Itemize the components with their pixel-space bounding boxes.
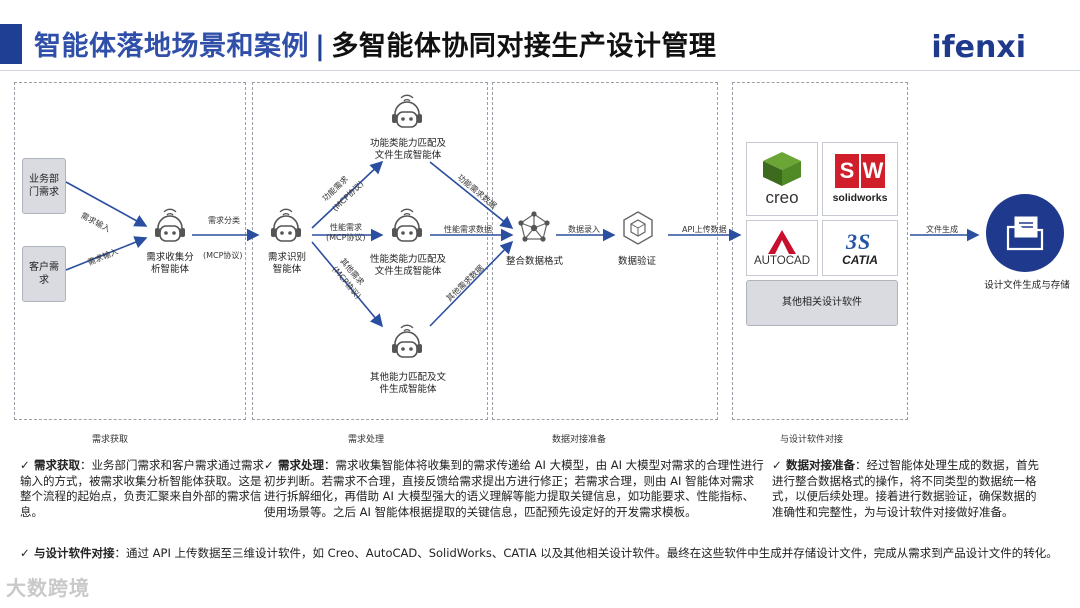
- creo-logo-tile: creo: [746, 142, 818, 216]
- edge-label-perf-mcp: (MCP协议): [326, 233, 366, 242]
- source-business-label: 业务部门需求: [29, 173, 59, 199]
- desc-docking-title: 数据对接准备: [786, 458, 855, 472]
- edge-label-api-upload: API上传数据: [682, 225, 727, 234]
- edge-identify-to-functional: [311, 160, 384, 229]
- agent-other-label: 其他能力匹配及文件生成智能体: [370, 372, 447, 396]
- desc-docking: ✓ 数据对接准备：经过智能体处理生成的数据，首先进行整合数据格式的操作，将不同类型…: [772, 458, 1042, 521]
- watermark: 大数跨境: [6, 576, 90, 600]
- check-icon: ✓: [20, 546, 30, 560]
- svg-text:S: S: [858, 229, 870, 253]
- ifenxi-logo: ifenxi: [931, 30, 1026, 65]
- title-divider: [0, 70, 1080, 71]
- desc-software-title: 与设计软件对接: [34, 546, 115, 560]
- other-software-box: 其他相关设计软件: [746, 280, 898, 326]
- robot-icon-identify: [270, 208, 302, 242]
- desc-acquisition-body: ：业务部门需求和客户需求通过需求输入的方式，被需求收集分析智能体获取。这是整个流…: [20, 458, 264, 519]
- solidworks-logo-tile: S W solidworks: [822, 142, 898, 216]
- creo-text: creo: [765, 188, 799, 207]
- desc-processing-body: ：需求收集智能体将收集到的需求传递给 AI 大模型，由 AI 大模型对需求的合理…: [264, 458, 764, 519]
- title-main: 智能体落地场景和案例: [34, 31, 309, 62]
- edge-label-classify: 需求分类: [208, 216, 240, 225]
- agent-functional-label: 功能类能力匹配及文件生成智能体: [370, 138, 447, 162]
- robot-icon-performance: [391, 208, 423, 242]
- desc-acquisition: ✓ 需求获取：业务部门需求和客户需求通过需求输入的方式，被需求收集分析智能体获取。…: [20, 458, 264, 521]
- catia-text: CATIA: [842, 253, 878, 267]
- autocad-logo-tile: AUTOCAD: [746, 220, 818, 276]
- desc-docking-body: ：经过智能体处理生成的数据，首先进行整合数据格式的操作，将不同类型的数据统一格式…: [772, 458, 1039, 519]
- edge-label-perf-req: 性能需求: [330, 223, 362, 232]
- title-subtitle: 多智能体协同对接生产设计管理: [331, 31, 717, 62]
- edge-label-file-gen: 文件生成: [926, 225, 958, 234]
- robot-icon-functional: [391, 94, 423, 128]
- agent-collect-label: 需求收集分析智能体: [146, 252, 194, 276]
- title-bar: 智能体落地场景和案例|多智能体协同对接生产设计管理 ifenxi: [0, 0, 1080, 72]
- edge-other-to-integrate: [429, 240, 514, 327]
- section-label-design-software-docking: 与设计软件对接: [780, 435, 844, 445]
- title-accent-bar: [0, 24, 22, 64]
- folder-file-icon: [1006, 216, 1044, 251]
- edge-identify-to-other: [311, 241, 384, 328]
- other-software-label: 其他相关设计软件: [782, 297, 862, 309]
- solidworks-text: solidworks: [832, 192, 888, 204]
- page-title: 智能体落地场景和案例|多智能体协同对接生产设计管理: [34, 24, 716, 63]
- section-data-docking: [492, 82, 718, 420]
- robot-icon-other: [391, 324, 423, 358]
- desc-processing-title: 需求处理: [278, 458, 324, 472]
- desc-software: ✓ 与设计软件对接：通过 API 上传数据至三维设计软件，如 Creo、AutoC…: [20, 546, 1060, 562]
- section-label-demand-processing: 需求处理: [348, 435, 385, 445]
- data-verify-label: 数据验证: [618, 256, 657, 267]
- section-demand-acquisition: [14, 82, 246, 420]
- edge-label-mcp: (MCP协议): [203, 251, 243, 260]
- check-icon: ✓: [772, 458, 782, 472]
- desc-software-body: ：通过 API 上传数据至三维设计软件，如 Creo、AutoCAD、Solid…: [114, 546, 1058, 560]
- source-customer-box: 客户需求: [22, 246, 66, 302]
- section-demand-processing: [252, 82, 488, 420]
- section-design-software-docking: [732, 82, 908, 420]
- network-icon: [518, 211, 550, 242]
- edge-customer-to-collect: [65, 236, 148, 271]
- solidworks-sw-icon: S W: [835, 154, 885, 188]
- edge-business-to-collect: [65, 181, 148, 227]
- source-customer-label: 客户需求: [29, 261, 59, 287]
- title-separator: |: [315, 31, 326, 62]
- section-label-demand-acquisition: 需求获取: [92, 435, 129, 445]
- edge-label-data-input: 数据录入: [568, 225, 600, 234]
- verify-cube-icon: [623, 211, 653, 245]
- agent-identify-label: 需求识别智能体: [267, 252, 306, 276]
- output-label: 设计文件生成与存储: [984, 280, 1070, 291]
- robot-icon-collect: [154, 208, 186, 242]
- check-icon: ✓: [20, 458, 30, 472]
- catia-logo-tile: 3 S CATIA: [822, 220, 898, 276]
- svg-text:3: 3: [845, 229, 857, 253]
- creo-cube-icon: [763, 152, 801, 186]
- section-label-data-docking: 数据对接准备: [552, 435, 607, 445]
- desc-processing: ✓ 需求处理：需求收集智能体将收集到的需求传递给 AI 大模型，由 AI 大模型对…: [264, 458, 764, 521]
- edge-label-perf-data: 性能需求数据: [444, 225, 492, 234]
- source-business-box: 业务部门需求: [22, 158, 66, 214]
- desc-acquisition-title: 需求获取: [34, 458, 80, 472]
- autocad-text: AUTOCAD: [753, 255, 811, 267]
- agent-performance-label: 性能类能力匹配及文件生成智能体: [370, 254, 447, 278]
- edge-functional-to-integrate: [429, 161, 514, 230]
- design-file-circle: [986, 194, 1064, 272]
- autocad-a-icon: [768, 230, 796, 254]
- integrate-format-label: 整合数据格式: [506, 256, 564, 267]
- catia-ds-icon: 3 S: [845, 229, 870, 253]
- check-icon: ✓: [264, 458, 274, 472]
